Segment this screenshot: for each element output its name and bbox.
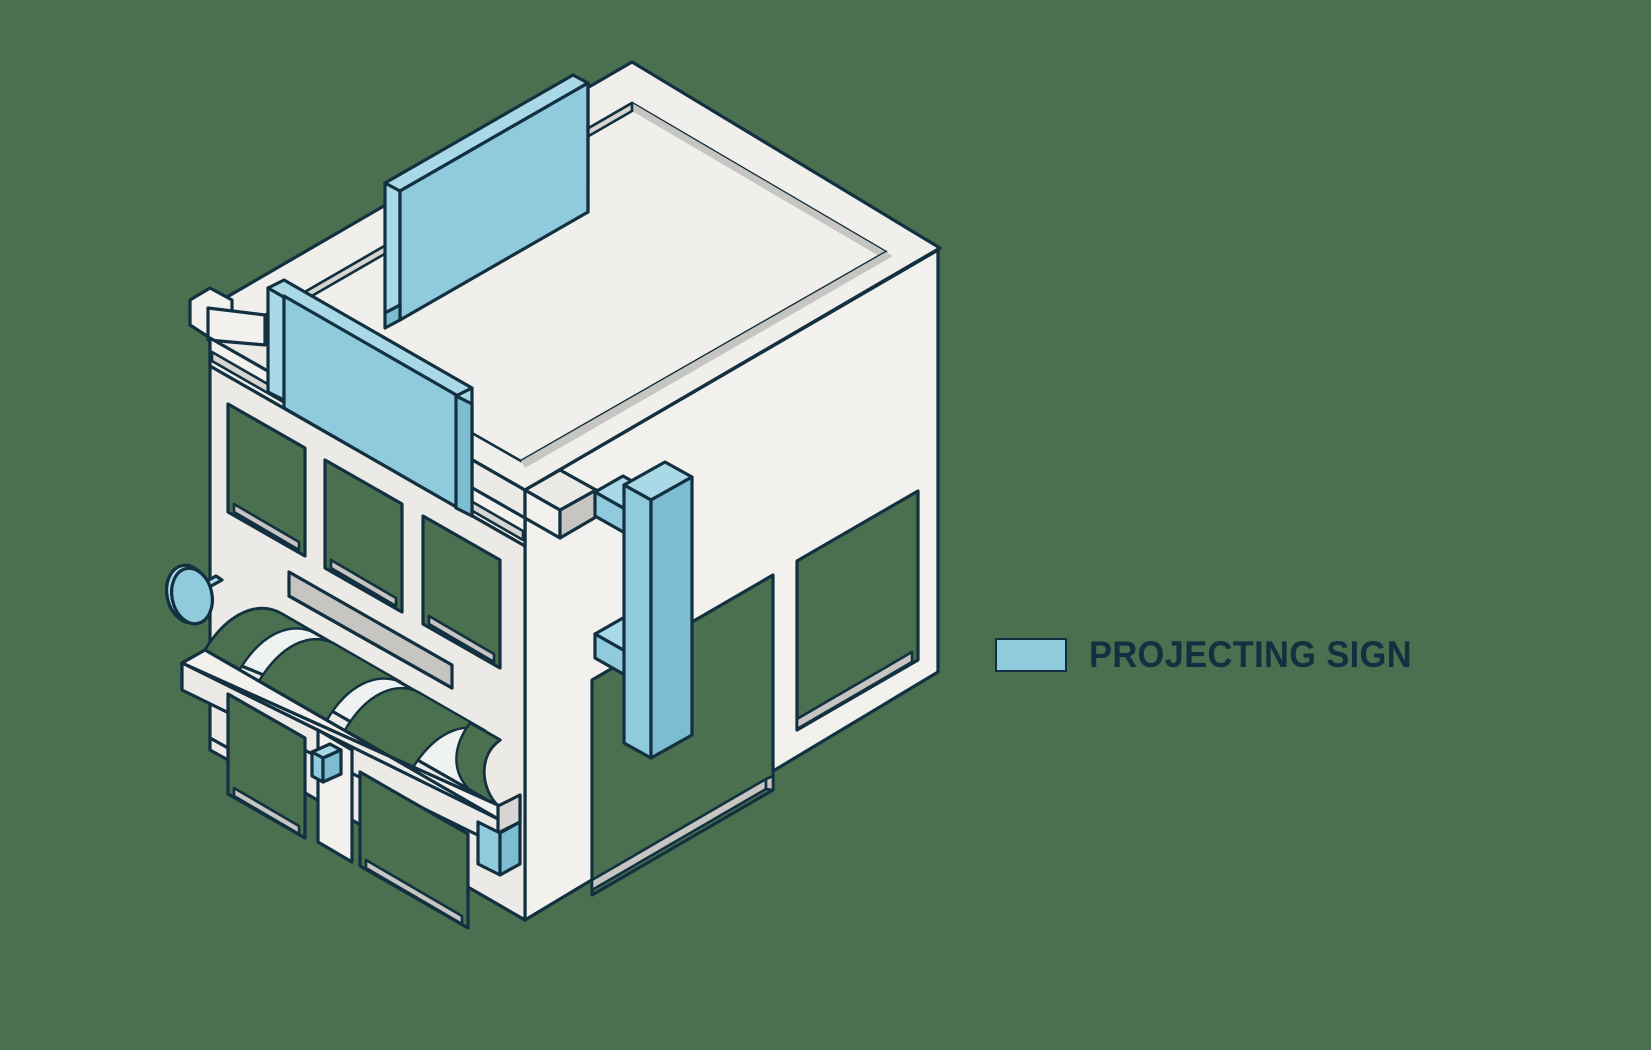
- window-right-2: [795, 489, 920, 732]
- window-lower-2: [358, 770, 470, 930]
- window-upper-2: [323, 458, 404, 614]
- round-disc-sign: [164, 563, 224, 626]
- window-upper-3: [421, 514, 502, 670]
- window-lower-1: [226, 692, 307, 840]
- rooftop-sign: [383, 73, 590, 330]
- projecting-blade-sign: [593, 460, 694, 760]
- lower-windows-left: [226, 692, 470, 930]
- facade-band-sign: [266, 278, 474, 518]
- legend: PROJECTING SIGN: [995, 636, 1436, 673]
- gray-fascia-band: [287, 570, 454, 690]
- parapet: [188, 246, 942, 347]
- legend-swatch-projecting-sign: [995, 637, 1067, 672]
- upper-windows-left: [226, 402, 502, 670]
- window-upper-1: [226, 402, 307, 558]
- storefront-corner-sign: [476, 820, 522, 877]
- storefront-blade-sign: [310, 742, 343, 784]
- legend-label-projecting-sign: PROJECTING SIGN: [1089, 634, 1412, 675]
- base-corner-detail: [208, 736, 230, 762]
